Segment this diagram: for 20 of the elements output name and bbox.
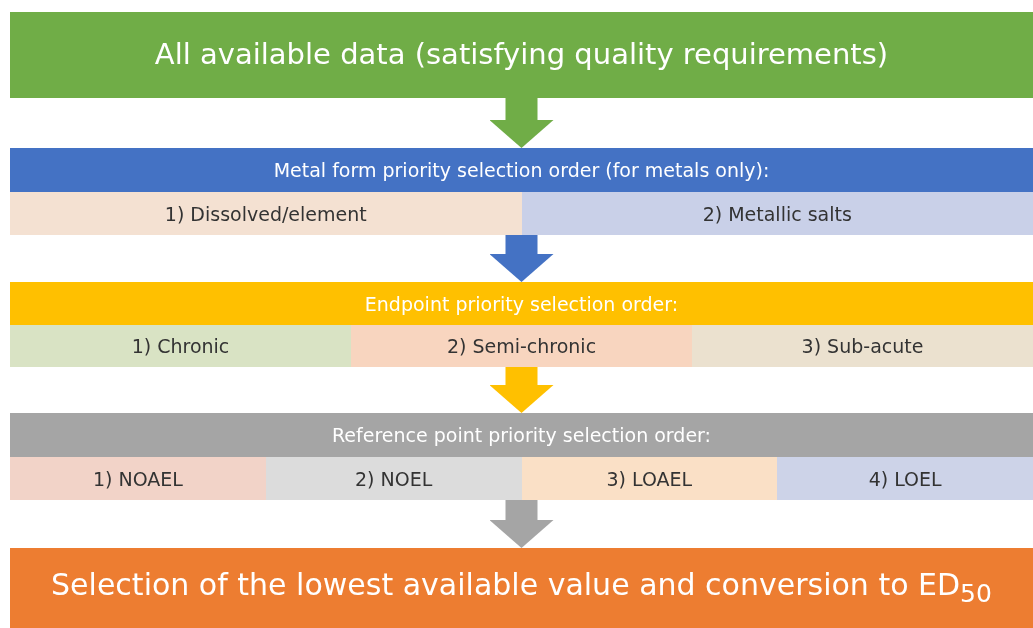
option-cell: 4) LOEL (777, 457, 1033, 500)
option-cell: 3) LOAEL (521, 457, 778, 500)
option-cell: 1) Chronic (10, 325, 351, 367)
band-heading: Endpoint priority selection order: (364, 292, 679, 315)
option-cell: 1) Dissolved/element (10, 192, 522, 235)
box-text: Selection of the lowest available value and conversion to ED$_{50}$ (51, 567, 992, 609)
band-heading: Reference point priority selection order: (332, 424, 711, 446)
option-cell: 3) Sub-acute (692, 325, 1033, 367)
block-arrow (489, 98, 554, 148)
process-box (10, 548, 1033, 628)
box-text: All available data (satisfying quality requirements) (154, 38, 889, 72)
option-cell: 1) NOAEL (10, 457, 266, 500)
option-cell: 2) Semi-chronic (351, 325, 692, 367)
option-cell: 2) Metallic salts (521, 192, 1033, 235)
process-box (10, 12, 1033, 98)
band-heading: Metal form priority selection order (for metals only): (273, 159, 770, 181)
block-arrow (489, 500, 554, 548)
block-arrow (489, 235, 554, 282)
block-arrow (489, 367, 554, 413)
option-cell: 2) NOEL (265, 457, 522, 500)
